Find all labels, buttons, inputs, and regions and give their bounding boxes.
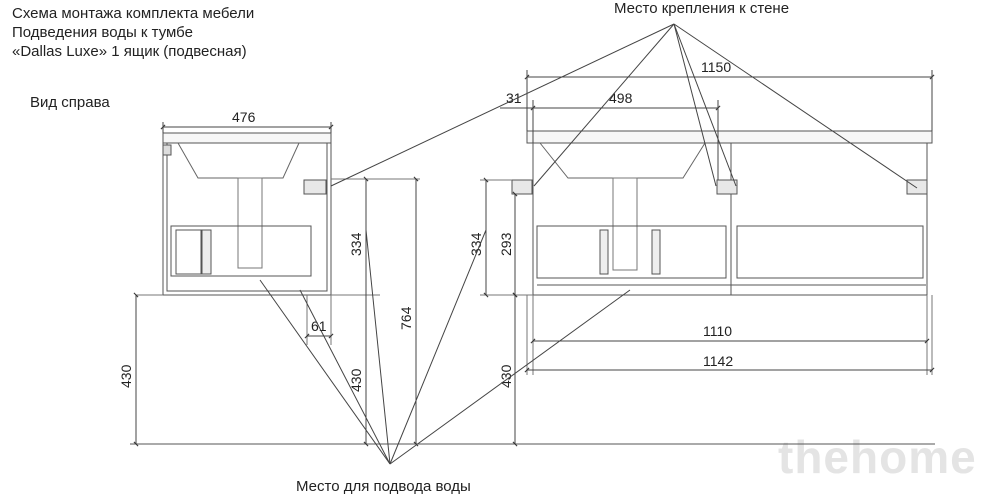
dim-side-width [160,122,334,133]
dim-front-31-label: 31 [506,90,522,106]
dim-side-floor-430-label: 430 [118,364,134,388]
diagram-title: Схема монтажа комплекта мебели Подведени… [12,4,254,61]
dim-front-293-label: 293 [498,232,514,256]
side-view-cabinet [162,132,332,296]
dim-front-334-label: 334 [468,232,484,256]
dim-front-1150-label: 1150 [701,59,731,75]
side-view-label: Вид справа [30,94,110,111]
dim-side-width-label: 476 [232,109,256,125]
dim-front-floor-430-label: 430 [498,364,514,388]
title-line-3: «Dallas Luxe» 1 ящик (подвесная) [12,43,247,60]
dim-front-1150 [524,70,935,131]
water-supply-label: Место для подвода воды [296,478,471,495]
title-line-1: Схема монтажа комплекта мебели [12,5,255,22]
dim-side-334-label: 334 [348,232,364,256]
dim-front-1110-label: 1110 [703,323,732,339]
dim-side-764-label: 764 [398,306,414,330]
dim-side-430-inner-label: 430 [348,368,364,392]
front-view-cabinet [511,130,933,296]
watermark-logo: thehome [778,431,977,483]
dim-front-498-label: 498 [609,90,633,106]
dim-front-1142-label: 1142 [703,353,733,369]
title-line-2: Подведения воды к тумбе [12,24,193,41]
wall-mount-leaders [330,23,918,189]
water-supply-leaders [259,229,631,465]
wall-mount-label: Место крепления к стене [614,0,790,17]
